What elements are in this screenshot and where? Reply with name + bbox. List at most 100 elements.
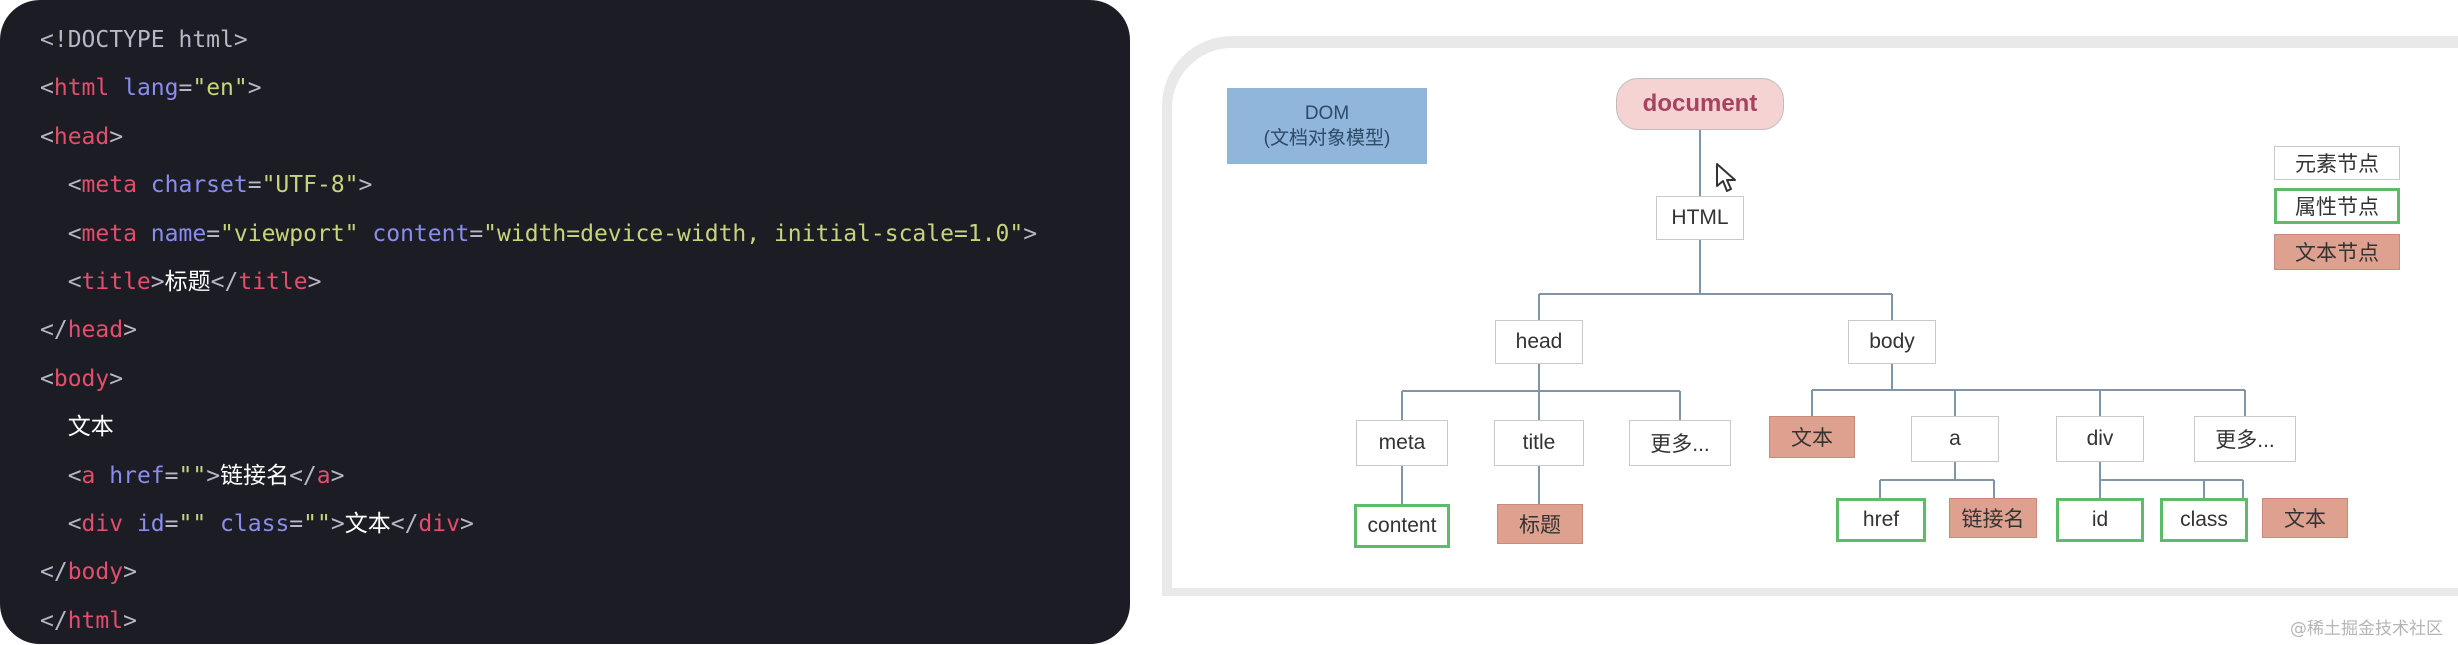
code-token: a bbox=[81, 462, 96, 489]
code-token: <!DOCTYPE html> bbox=[40, 27, 248, 53]
code-token: head bbox=[67, 317, 124, 344]
code-line: <title>标题</title> bbox=[40, 258, 1130, 306]
code-token: 文本 bbox=[344, 510, 391, 537]
code-token: < bbox=[40, 123, 54, 150]
a-node: a bbox=[1911, 416, 1999, 462]
code-block: <!DOCTYPE html><html lang="en"><head> <m… bbox=[40, 16, 1130, 645]
code-line: </head> bbox=[40, 306, 1130, 354]
code-token: a bbox=[316, 462, 331, 489]
code-token: head bbox=[53, 123, 110, 150]
code-token: html bbox=[53, 75, 110, 102]
code-token: < bbox=[40, 510, 82, 537]
code-token: < bbox=[40, 268, 82, 295]
code-token: = bbox=[164, 462, 179, 489]
code-token: div bbox=[81, 510, 124, 537]
code-line: <head> bbox=[40, 113, 1130, 161]
code-token: = bbox=[247, 172, 262, 199]
code-token: "" bbox=[303, 510, 331, 537]
code-token: > bbox=[358, 172, 373, 199]
code-token: name bbox=[136, 220, 207, 247]
body-more-node: 更多... bbox=[2194, 416, 2296, 462]
a-text-node: 链接名 bbox=[1949, 498, 2037, 538]
code-token: </ bbox=[40, 607, 68, 634]
legend-attribute-node: 属性节点 bbox=[2274, 188, 2400, 224]
code-line: <html lang="en"> bbox=[40, 64, 1130, 112]
code-token: meta bbox=[81, 172, 137, 199]
code-line: <meta name="viewport" content="width=dev… bbox=[40, 210, 1130, 258]
code-token: < bbox=[40, 462, 82, 489]
code-line: <meta charset="UTF-8"> bbox=[40, 161, 1130, 209]
code-token: "en" bbox=[192, 75, 248, 102]
code-token: body bbox=[53, 365, 110, 392]
code-line: </html> bbox=[40, 597, 1130, 645]
code-token: content bbox=[358, 220, 470, 247]
code-token: > bbox=[150, 268, 165, 295]
code-token: = bbox=[178, 75, 193, 102]
code-token: 链接名 bbox=[220, 462, 290, 489]
code-token: title bbox=[238, 268, 308, 295]
code-token: html bbox=[67, 607, 124, 634]
dom-label-title: DOM bbox=[1304, 103, 1350, 124]
code-token: "" bbox=[178, 462, 207, 489]
html-node: HTML bbox=[1656, 196, 1744, 240]
code-token: > bbox=[109, 365, 124, 392]
code-token: < bbox=[40, 172, 82, 199]
code-token: "UTF-8" bbox=[261, 172, 359, 199]
code-token: < bbox=[40, 75, 54, 102]
connector-lines bbox=[1401, 130, 2246, 504]
title-node: title bbox=[1494, 420, 1584, 466]
class-attribute-node: class bbox=[2160, 498, 2248, 542]
div-node: div bbox=[2056, 416, 2144, 462]
code-token: "width=device-width, initial-scale=1.0" bbox=[483, 220, 1024, 247]
code-token: > bbox=[123, 559, 137, 586]
code-token: </ bbox=[210, 268, 239, 295]
code-token: < bbox=[40, 365, 54, 392]
code-token: </ bbox=[289, 462, 317, 489]
code-token: > bbox=[330, 510, 345, 537]
legend-text-node: 文本节点 bbox=[2274, 234, 2400, 270]
code-token: div bbox=[418, 510, 460, 537]
code-token: = bbox=[469, 220, 484, 247]
dom-label-subtitle: (文档对象模型) bbox=[1263, 128, 1391, 149]
head-node: head bbox=[1495, 320, 1583, 364]
code-token: body bbox=[67, 559, 124, 586]
meta-node: meta bbox=[1356, 420, 1448, 466]
code-token: = bbox=[289, 510, 304, 537]
code-token: </ bbox=[390, 510, 419, 537]
head-more-node: 更多... bbox=[1629, 420, 1731, 466]
code-token: > bbox=[123, 317, 137, 344]
href-attribute-node: href bbox=[1836, 498, 1926, 542]
code-line: <body> bbox=[40, 355, 1130, 403]
code-line: </body> bbox=[40, 548, 1130, 596]
code-token: id bbox=[123, 510, 165, 537]
div-text-node: 文本 bbox=[2262, 498, 2348, 538]
code-token: < bbox=[40, 220, 82, 247]
code-token: "" bbox=[178, 510, 207, 537]
code-token: class bbox=[206, 510, 290, 537]
code-line: <div id="" class="">文本</div> bbox=[40, 500, 1130, 548]
code-token: > bbox=[247, 75, 262, 102]
code-token: > bbox=[330, 462, 345, 489]
code-token: charset bbox=[136, 172, 248, 199]
mouse-pointer-icon bbox=[1716, 163, 1736, 192]
title-text-node: 标题 bbox=[1497, 504, 1583, 544]
code-token: lang bbox=[109, 75, 179, 102]
code-token: > bbox=[307, 268, 322, 295]
body-text-node: 文本 bbox=[1769, 416, 1855, 458]
dom-label: DOM (文档对象模型) bbox=[1227, 88, 1427, 164]
code-token: = bbox=[206, 220, 221, 247]
legend-element-node: 元素节点 bbox=[2274, 146, 2400, 180]
code-token: > bbox=[123, 607, 137, 634]
code-token: > bbox=[459, 510, 474, 537]
code-token: 文本 bbox=[40, 414, 114, 441]
code-token: title bbox=[81, 268, 151, 295]
code-token: > bbox=[109, 123, 124, 150]
code-token: > bbox=[206, 462, 221, 489]
document-node: document bbox=[1616, 78, 1784, 130]
watermark: @稀土掘金技术社区 bbox=[2290, 619, 2443, 639]
code-token: > bbox=[1023, 220, 1038, 247]
code-panel: <!DOCTYPE html><html lang="en"><head> <m… bbox=[0, 0, 1130, 644]
code-token: = bbox=[164, 510, 179, 537]
code-token: </ bbox=[40, 317, 68, 344]
code-line: <!DOCTYPE html> bbox=[40, 16, 1130, 64]
